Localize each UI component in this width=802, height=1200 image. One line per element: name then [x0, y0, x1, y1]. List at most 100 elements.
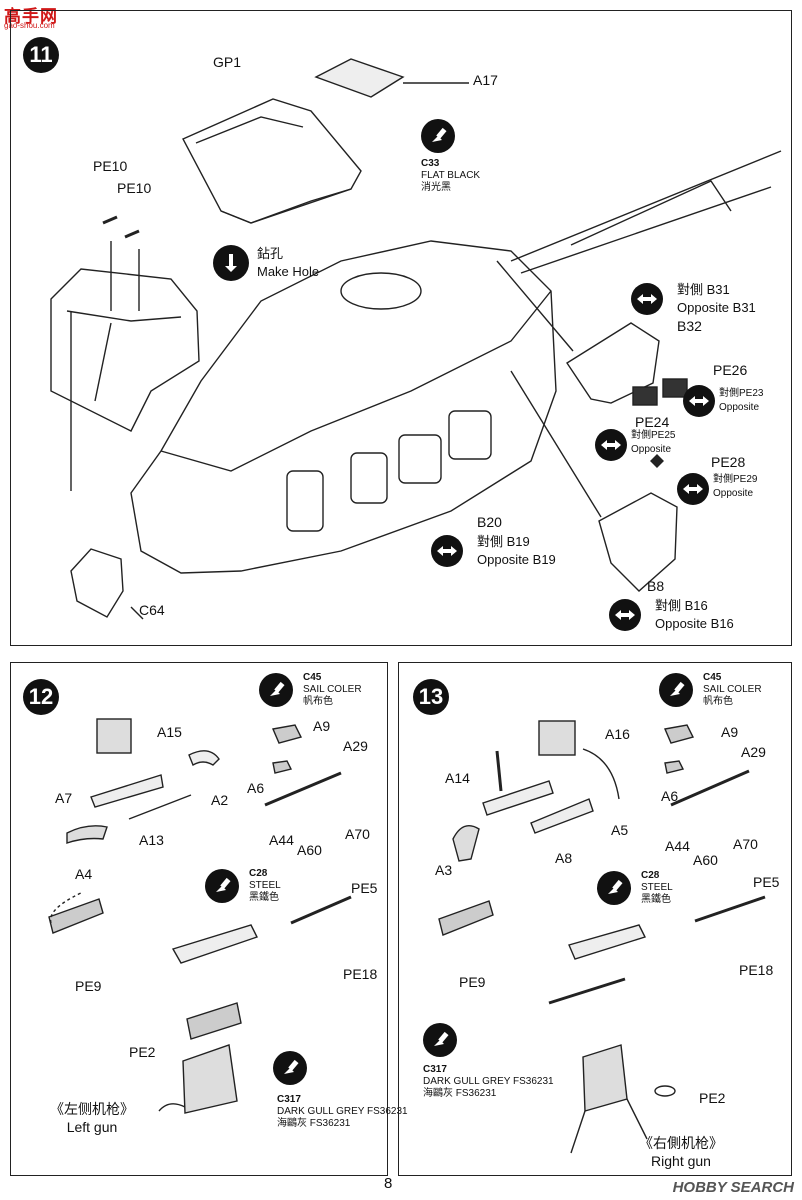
- paint-brush-icon: [205, 869, 239, 903]
- page-number: 8: [384, 1175, 393, 1192]
- opposite-pe29-cn: 對側PE29: [713, 474, 758, 485]
- paint-brush-icon: [423, 1023, 457, 1057]
- paint-code: C45: [703, 672, 722, 683]
- part-label-a13: A13: [139, 832, 164, 848]
- make-hole-en: Make Hole: [257, 264, 320, 279]
- paint-callout-steel: C28 STEEL 黑鐵色: [205, 869, 281, 903]
- part-label-pe9: PE9: [75, 978, 102, 994]
- gun-caption-cn: 《右側机枪》: [639, 1135, 723, 1151]
- part-label-b20: B20: [477, 514, 502, 530]
- paint-code: C317: [277, 1094, 301, 1105]
- helicopter-drawing: [50, 58, 782, 620]
- gun-caption-en: Right gun: [651, 1152, 711, 1169]
- paint-callout-flat-black: C33 FLAT BLACK 消光黑: [421, 119, 480, 193]
- opposite-b16-en: Opposite B16: [655, 616, 734, 631]
- part-label-a5: A5: [611, 822, 629, 838]
- paint-code: C317: [423, 1064, 447, 1075]
- paint-name-en: STEEL: [641, 882, 673, 893]
- paint-name-cn: 海鷗灰 FS36231: [277, 1118, 351, 1129]
- paint-code: C28: [249, 868, 268, 879]
- part-label-a44: A44: [269, 832, 294, 848]
- part-label-a14: A14: [445, 770, 470, 786]
- paint-name-cn: 黑鐵色: [641, 894, 671, 905]
- paint-code: C45: [303, 672, 322, 683]
- step-11-panel: 11 GP1 A17 PE10 PE10 C33 FLAT BLACK 消光黑 …: [10, 10, 792, 646]
- paint-brush-icon: [421, 119, 455, 153]
- part-label-a16: A16: [605, 726, 630, 742]
- part-label-a17: A17: [473, 72, 498, 88]
- step-number: 13: [413, 679, 449, 715]
- opposite-pe23-en: Opposite: [719, 402, 760, 413]
- paint-name-en: SAIL COLER: [703, 684, 762, 695]
- right-gun-drawing: [438, 720, 766, 1154]
- paint-name-en: STEEL: [249, 880, 281, 891]
- paint-callout-steel: C28 STEEL 黑鐵色: [597, 871, 673, 905]
- part-label-pe2: PE2: [129, 1044, 156, 1060]
- opposite-b31-cn: 對側 B31: [677, 282, 730, 297]
- gun-caption: 《左侧机枪》 Left gun: [37, 1101, 147, 1136]
- drill-icon: [213, 245, 249, 281]
- paint-callout-sail: C45 SAIL COLER 帆布色: [259, 673, 362, 707]
- opposite-pe25-cn: 對側PE25: [631, 430, 676, 441]
- step-number: 12: [23, 679, 59, 715]
- paint-name-cn: 帆布色: [303, 696, 333, 707]
- paint-callout-grey: [423, 1023, 457, 1057]
- paint-code: C33: [421, 158, 440, 169]
- part-label-a60: A60: [297, 842, 322, 858]
- step-number: 11: [23, 37, 59, 73]
- paint-name-en: SAIL COLER: [303, 684, 362, 695]
- paint-brush-icon: [273, 1051, 307, 1085]
- paint-code: C28: [641, 870, 660, 881]
- paint-name-en: FLAT BLACK: [421, 170, 481, 181]
- part-label-pe9: PE9: [459, 974, 486, 990]
- opposite-arrow-icon: [677, 473, 709, 505]
- opposite-b19-cn: 對側 B19: [477, 534, 530, 549]
- part-label-b32: B32: [677, 318, 702, 334]
- part-label-a60: A60: [693, 852, 718, 868]
- opposite-arrow-icon: [683, 385, 715, 417]
- opposite-b31-en: Opposite B31: [677, 300, 756, 315]
- part-label-pe18: PE18: [739, 962, 774, 978]
- paint-name-en: DARK GULL GREY FS36231: [277, 1106, 408, 1117]
- make-hole-cn: 鉆孔: [257, 246, 284, 261]
- paint-name-en: DARK GULL GREY FS36231: [423, 1076, 554, 1087]
- part-label-pe28: PE28: [711, 454, 746, 470]
- part-label-pe10: PE10: [93, 158, 128, 174]
- part-label-a6: A6: [661, 788, 679, 804]
- part-label-a6: A6: [247, 780, 265, 796]
- left-gun-drawing: [48, 718, 352, 1114]
- opposite-pe23-cn: 對側PE23: [719, 388, 764, 399]
- paint-name-cn: 帆布色: [703, 696, 733, 707]
- opposite-pe25-en: Opposite: [631, 444, 672, 455]
- opposite-arrow-icon: [631, 283, 663, 315]
- part-label-a2: A2: [211, 792, 229, 808]
- paint-brush-icon: [659, 673, 693, 707]
- watermark-hobby-search: HOBBY SEARCH: [672, 1179, 794, 1196]
- part-label-pe18: PE18: [343, 966, 378, 982]
- watermark-logo: 高手网: [4, 7, 58, 26]
- part-label-a3: A3: [435, 862, 453, 878]
- watermark-url: gao-shou.com: [4, 21, 55, 30]
- part-label-a29: A29: [741, 744, 766, 760]
- part-label-pe5: PE5: [351, 880, 378, 896]
- paint-name-cn: 黑鐵色: [249, 892, 279, 903]
- gun-caption: 《右側机枪》 Right gun: [621, 1135, 741, 1170]
- part-label-pe5: PE5: [753, 874, 780, 890]
- opposite-pe29-en: Opposite: [713, 488, 754, 499]
- step-13-panel: 13 A16 A14 A5 A3 A8 C45 SAIL COLER 帆布色 A…: [398, 662, 792, 1176]
- gun-caption-en: Left gun: [66, 1118, 118, 1135]
- part-label-a8: A8: [555, 850, 573, 866]
- paint-callout-grey: [273, 1051, 307, 1085]
- part-label-a70: A70: [733, 836, 758, 852]
- part-label-gp1: GP1: [213, 54, 242, 70]
- part-label-a9: A9: [313, 718, 331, 734]
- opposite-arrow-icon: [609, 599, 641, 631]
- part-label-a9: A9: [721, 724, 739, 740]
- paint-name-cn: 消光黑: [421, 182, 451, 193]
- paint-name-cn: 海鷗灰 FS36231: [423, 1088, 497, 1099]
- part-label-a70: A70: [345, 826, 370, 842]
- paint-callout-sail: C45 SAIL COLER 帆布色: [659, 673, 762, 707]
- gun-caption-cn: 《左侧机枪》: [50, 1101, 134, 1117]
- part-label-pe26: PE26: [713, 362, 748, 378]
- paint-brush-icon: [597, 871, 631, 905]
